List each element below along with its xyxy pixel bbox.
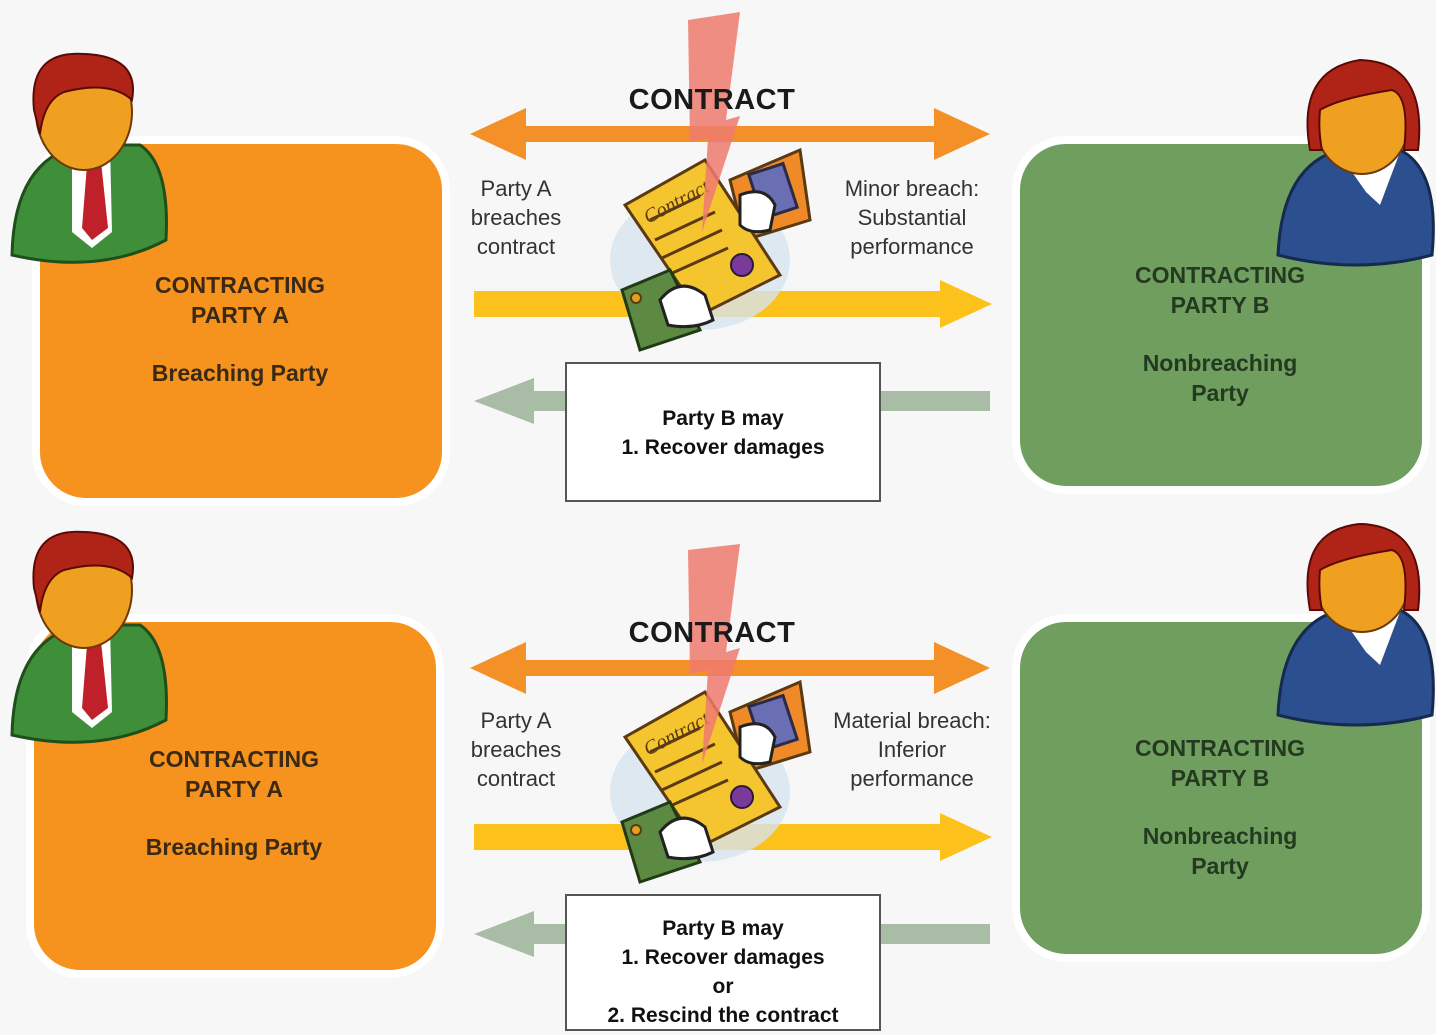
contract-arrow: [470, 108, 990, 160]
party-a-name-line1: CONTRACTING: [149, 746, 319, 772]
remedy-line: or: [712, 975, 734, 998]
party-b-label: CONTRACTING PARTY B Nonbreaching Party: [1090, 733, 1350, 881]
breach-type-note: Material breach: Inferior performance: [812, 706, 1012, 793]
contract-title: CONTRACT: [628, 84, 796, 116]
panel-graphics: Contract: [10, 522, 1435, 978]
remedy-line: Party B may: [662, 407, 784, 430]
party-b-role-line1: Nonbreaching: [1142, 823, 1298, 849]
party-b-name-line1: CONTRACTING: [1135, 262, 1305, 288]
lightning-bolt-icon: [688, 544, 740, 764]
breach-note: Party A breaches contract: [446, 706, 586, 793]
remedy-line: 2. Rescind the contract: [607, 1004, 839, 1027]
breach-note: Party A breaches contract: [446, 174, 586, 261]
breach-note-line: breaches: [470, 737, 562, 762]
party-b-person-icon: [1276, 522, 1435, 727]
party-a-name-line2: PARTY A: [185, 776, 283, 802]
remedy-arrow: [474, 911, 990, 957]
party-a-name-line2: PARTY A: [191, 302, 289, 328]
breach-type-line: performance: [850, 234, 974, 259]
party-a-role: Breaching Party: [145, 834, 323, 860]
breach-note-line: Party A: [480, 708, 552, 733]
party-a-role: Breaching Party: [151, 360, 329, 386]
party-b-name-line2: PARTY B: [1170, 292, 1270, 318]
party-a-label: CONTRACTING PARTY A Breaching Party: [110, 270, 370, 388]
party-b-role-line2: Party: [1191, 380, 1249, 406]
party-b-label: CONTRACTING PARTY B Nonbreaching Party: [1090, 260, 1350, 408]
party-b-role-line2: Party: [1191, 853, 1249, 879]
remedy-box: Party B may 1. Recover damages: [565, 362, 881, 502]
breach-type-line: performance: [850, 766, 974, 791]
breach-note-line: contract: [476, 234, 556, 259]
material-breach-panel: Contract CONTRACT CONTRACTING PARTY A Br…: [0, 520, 1436, 1035]
breach-note-line: breaches: [470, 205, 562, 230]
breach-note-line: contract: [476, 766, 556, 791]
remedy-line: 1. Recover damages: [621, 946, 825, 969]
remedy-box: Party B may 1. Recover damages or 2. Res…: [565, 894, 881, 1031]
remedy-line: Party B may: [662, 917, 784, 940]
breach-note-line: Party A: [480, 176, 552, 201]
party-b-name-line1: CONTRACTING: [1135, 735, 1305, 761]
party-b-name-line2: PARTY B: [1170, 765, 1270, 791]
breach-type-line: Minor breach:: [844, 176, 980, 201]
party-a-name-line1: CONTRACTING: [155, 272, 325, 298]
party-a-person-icon: [10, 52, 168, 264]
remedy-line: 1. Recover damages: [621, 436, 825, 459]
party-a-label: CONTRACTING PARTY A Breaching Party: [104, 744, 364, 862]
party-b-role-line1: Nonbreaching: [1142, 350, 1298, 376]
breach-type-note: Minor breach: Substantial performance: [822, 174, 1002, 261]
breach-type-line: Inferior: [877, 737, 947, 762]
minor-breach-panel: Contract CONTRACT CONTRACTING PAR: [0, 0, 1436, 515]
lightning-bolt-icon: [688, 12, 740, 232]
party-b-person-icon: [1276, 58, 1435, 267]
remedy-arrow: [474, 378, 990, 424]
contract-title: CONTRACT: [628, 617, 796, 649]
panel-graphics: Contract: [10, 12, 1435, 506]
breach-type-line: Substantial: [857, 205, 967, 230]
breach-type-line: Material breach:: [833, 708, 991, 733]
party-a-person-icon: [10, 530, 168, 744]
contract-document-icon: Contract: [610, 679, 812, 884]
